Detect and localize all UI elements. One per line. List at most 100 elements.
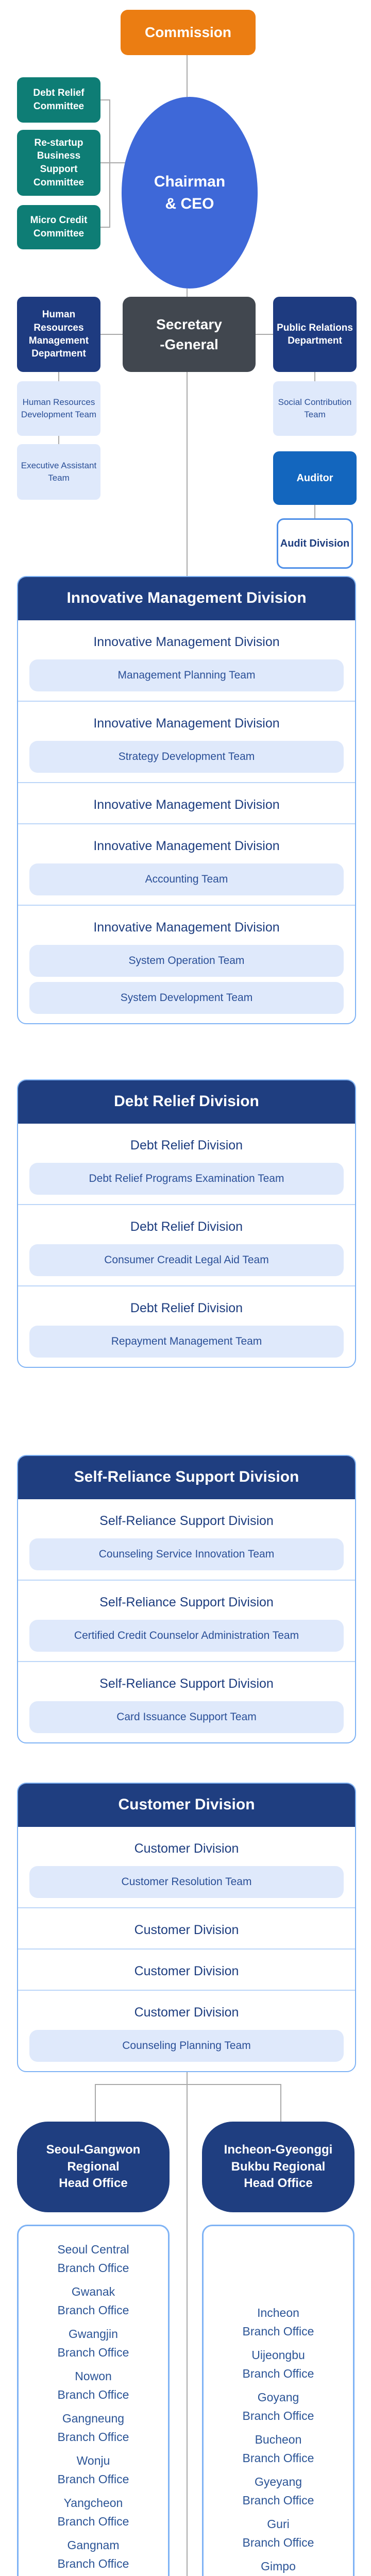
department-block: Innovative Management Division Managemen… <box>18 620 355 701</box>
commission-box: Commission <box>121 10 256 55</box>
team-pill: Counseling Service Innovation Team <box>29 1538 344 1570</box>
committee-box: Debt Relief Committee <box>17 77 100 123</box>
department-block: Customer Division Customer Resolution Te… <box>18 1827 355 1907</box>
team-pill: Counseling Planning Team <box>29 2030 344 2062</box>
branch-office-entry: Gwangjin Branch Office <box>57 2327 129 2359</box>
department-title: Innovative Management Division <box>93 798 280 812</box>
executive-assistant-team-box: Executive Assistant Team <box>17 444 100 500</box>
department-title: Innovative Management Division <box>93 920 280 935</box>
department-title: Customer Division <box>134 2005 239 2020</box>
branch-office-entry: Gyeyang Branch Office <box>242 2475 314 2507</box>
department-block: Innovative Management Division Accountin… <box>18 823 355 905</box>
branch-office-entry: Uijeongbu Branch Office <box>242 2348 314 2380</box>
connector-line <box>100 99 110 100</box>
department-title: Self-Reliance Support Division <box>99 1676 274 1691</box>
department-title: Innovative Management Division <box>93 839 280 853</box>
team-pill: Accounting Team <box>29 863 344 895</box>
team-pill: Debt Relief Programs Examination Team <box>29 1163 344 1195</box>
division-header: Innovative Management Division <box>18 577 355 620</box>
branch-office-entry: Bucheon Branch Office <box>242 2433 314 2465</box>
branch-office-list: Seoul Central Branch Office Gwanak Branc… <box>17 2225 170 2576</box>
hr-management-department-box: Human Resources Management Department <box>17 297 100 372</box>
team-pill: Strategy Development Team <box>29 741 344 773</box>
division-section: Debt Relief Division Debt Relief Divisio… <box>17 1079 356 1368</box>
department-title: Self-Reliance Support Division <box>99 1595 274 1609</box>
branch-office-entry: Gwanak Branch Office <box>57 2285 129 2317</box>
connector-line <box>187 289 188 297</box>
connector-line <box>314 505 315 518</box>
connector-line <box>109 99 110 228</box>
connector-line <box>58 372 59 381</box>
audit-division-box: Audit Division <box>277 518 353 569</box>
committee-box: Micro Credit Committee <box>17 205 100 249</box>
regional-office: Seoul-Gangwon Regional Head Office Seoul… <box>17 2122 170 2576</box>
connector-line <box>58 436 59 444</box>
department-block: Self-Reliance Support Division Counselin… <box>18 1499 355 1580</box>
office-pair: Seoul-Gangwon Regional Head Office Seoul… <box>17 2122 355 2576</box>
department-title: Debt Relief Division <box>130 1219 243 1234</box>
connector-line <box>280 2084 281 2122</box>
team-pill: Management Planning Team <box>29 659 344 691</box>
department-title: Debt Relief Division <box>130 1138 243 1153</box>
connector-line <box>256 334 273 335</box>
division-header: Customer Division <box>18 1784 355 1827</box>
department-block: Customer Division Counseling Planning Te… <box>18 1990 355 2071</box>
division-section: Self-Reliance Support Division Self-Reli… <box>17 1455 356 1743</box>
branch-office-entry: Gangneung Branch Office <box>57 2412 129 2444</box>
secretary-general-box: Secretary -General <box>123 297 256 372</box>
department-block: Debt Relief Division Debt Relief Program… <box>18 1124 355 1204</box>
chairman-ceo-node: Chairman & CEO <box>122 97 258 289</box>
branch-office-list: Incheon Branch Office Uijeongbu Branch O… <box>202 2225 355 2576</box>
division-body: Debt Relief Division Debt Relief Program… <box>18 1124 355 1367</box>
connector-line <box>314 372 315 381</box>
auditor-box: Auditor <box>273 451 357 505</box>
regional-head-office-pill: Seoul-Gangwon Regional Head Office <box>17 2122 170 2212</box>
connector-line <box>100 227 110 228</box>
connector-line <box>187 2068 188 2576</box>
department-title: Customer Division <box>134 1964 239 1978</box>
branch-office-entry: Seoul Central Branch Office <box>57 2243 129 2275</box>
division-section: Innovative Management Division Innovativ… <box>17 576 356 1024</box>
branch-office-entry: Guri Branch Office <box>242 2517 314 2549</box>
regional-office: Incheon-Gyeonggi Bukbu Regional Head Off… <box>202 2122 355 2576</box>
team-pill: Customer Resolution Team <box>29 1866 344 1898</box>
branch-office-entry: Gangnam Branch Office <box>57 2538 129 2570</box>
division-section: Customer Division Customer Division Cust… <box>17 1783 356 2072</box>
team-pill: System Operation Team <box>29 945 344 977</box>
division-body: Customer Division Customer Resolution Te… <box>18 1827 355 2071</box>
branch-office-entry: Yangcheon Branch Office <box>57 2496 129 2528</box>
hr-development-team-box: Human Resources Development Team <box>17 381 100 436</box>
division-body: Innovative Management Division Managemen… <box>18 620 355 1023</box>
department-block: Debt Relief Division Repayment Managemen… <box>18 1285 355 1367</box>
branch-office-entry: Wonju Branch Office <box>57 2454 129 2486</box>
department-block: Self-Reliance Support Division Certified… <box>18 1580 355 1661</box>
public-relations-department-box: Public Relations Department <box>273 297 357 372</box>
department-title: Innovative Management Division <box>93 716 280 731</box>
connector-line <box>95 2084 96 2122</box>
regional-office-row: Seoul-Gangwon Regional Head Office Seoul… <box>17 2084 355 2576</box>
division-header: Debt Relief Division <box>18 1080 355 1124</box>
department-block: Innovative Management Division <box>18 782 355 823</box>
connector-line <box>100 334 123 335</box>
team-pill: System Development Team <box>29 982 344 1014</box>
department-block: Innovative Management Division Strategy … <box>18 701 355 782</box>
social-contribution-team-box: Social Contribution Team <box>273 381 357 436</box>
team-pill: Consumer Creadit Legal Aid Team <box>29 1244 344 1276</box>
team-pill: Certified Credit Counselor Administratio… <box>29 1620 344 1652</box>
division-header: Self-Reliance Support Division <box>18 1456 355 1499</box>
department-block: Customer Division <box>18 1907 355 1948</box>
department-title: Self-Reliance Support Division <box>99 1514 274 1528</box>
connector-line <box>187 55 188 97</box>
branch-office-entry: Goyang Branch Office <box>242 2391 314 2422</box>
department-title: Debt Relief Division <box>130 1301 243 1315</box>
connector-line <box>187 372 188 576</box>
connector-line <box>100 162 126 163</box>
division-body: Self-Reliance Support Division Counselin… <box>18 1499 355 1742</box>
department-block: Self-Reliance Support Division Card Issu… <box>18 1661 355 1742</box>
department-block: Debt Relief Division Consumer Creadit Le… <box>18 1204 355 1285</box>
department-title: Customer Division <box>134 1841 239 1856</box>
branch-office-entry: Incheon Branch Office <box>242 2306 314 2338</box>
department-block: Customer Division <box>18 1948 355 1990</box>
department-title: Customer Division <box>134 1923 239 1937</box>
